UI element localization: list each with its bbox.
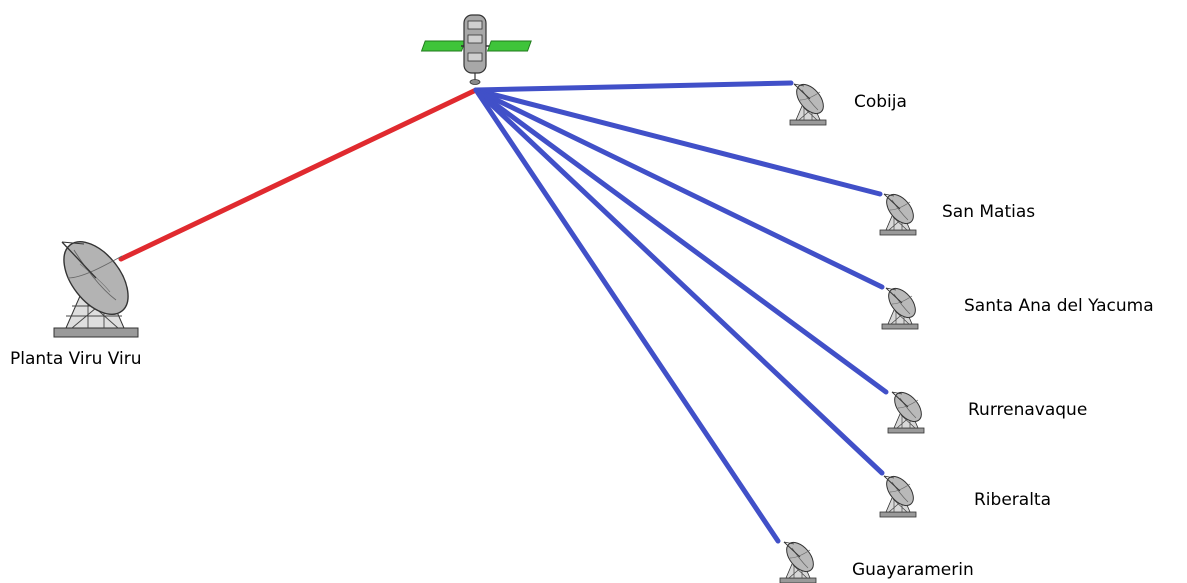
station-label-rurrenavaque: Rurrenavaque (968, 400, 1087, 420)
link-line-guayaramerin (473, 87, 781, 544)
link-line-san-matias (473, 87, 883, 197)
link-line-rurrenavaque (473, 87, 889, 395)
station-label-cobija: Cobija (854, 92, 907, 112)
station-santa-ana-dish-icon (881, 283, 922, 330)
hub-label: Planta Viru Viru (10, 349, 142, 369)
station-rurrenavaque-dish-icon (887, 387, 928, 434)
station-label-guayaramerin: Guayaramerin (852, 560, 974, 580)
hub-dish-icon (50, 229, 142, 338)
link-line-santa-ana (473, 87, 885, 290)
station-guayaramerin-dish-icon (779, 537, 820, 583)
station-riberalta-dish-icon (879, 471, 920, 518)
link-line-riberalta (473, 87, 885, 476)
satellite-icon (420, 14, 532, 85)
station-cobija-dish-icon (789, 79, 830, 126)
station-label-riberalta: Riberalta (974, 490, 1051, 510)
station-label-san-matias: San Matias (942, 202, 1035, 222)
link-line-cobija (473, 80, 794, 93)
station-san-matias-dish-icon (879, 189, 920, 236)
links-group (118, 80, 889, 544)
station-label-santa-ana: Santa Ana del Yacuma (964, 296, 1154, 316)
uplink-line (118, 87, 479, 262)
